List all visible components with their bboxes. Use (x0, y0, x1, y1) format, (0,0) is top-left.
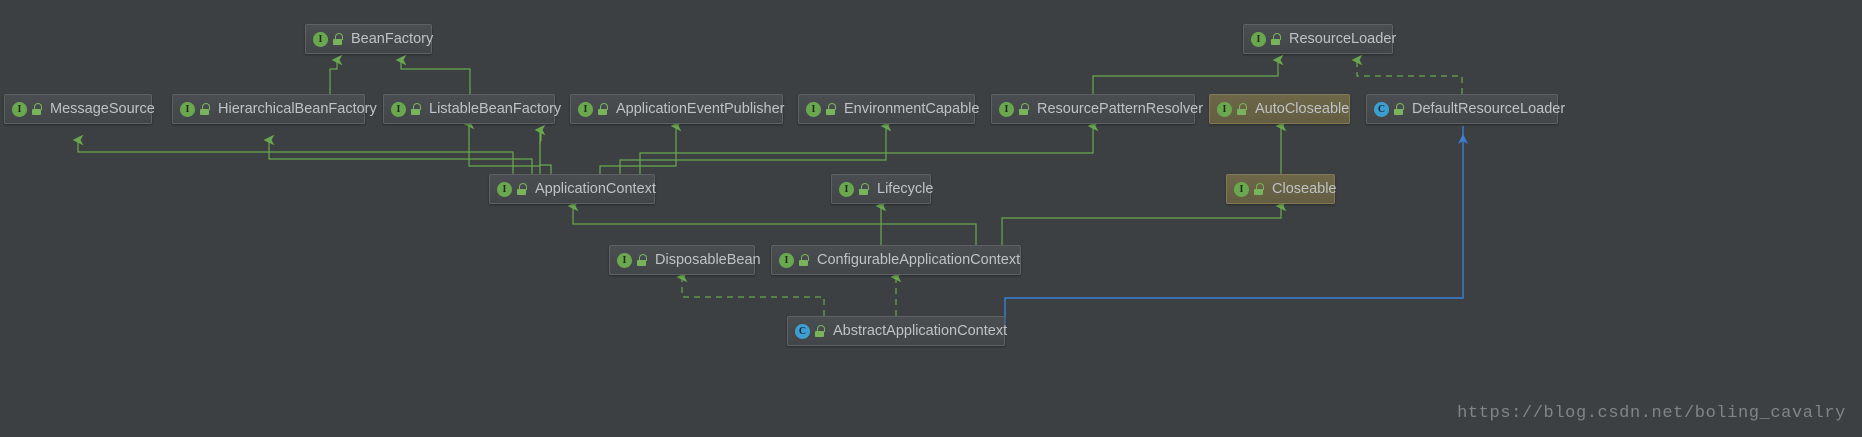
node-label: MessageSource (50, 101, 155, 117)
lock-icon (859, 182, 870, 196)
lock-icon (826, 102, 837, 116)
node-label: ApplicationContext (535, 181, 656, 197)
interface-icon: I (497, 181, 512, 197)
interface-icon: I (313, 31, 328, 47)
interface-icon: I (12, 101, 27, 117)
class-icon: C (795, 323, 810, 339)
interface-icon: I (806, 101, 821, 117)
lock-icon (637, 253, 648, 267)
interface-icon: I (1234, 181, 1249, 197)
node-label: HierarchicalBeanFactory (218, 101, 377, 117)
lock-icon (598, 102, 609, 116)
node-applicationcontext[interactable]: I ApplicationContext (489, 174, 656, 204)
edge-hierarchicalbeanfactory-beanfactory (329, 54, 343, 94)
node-resourcepatternresolver[interactable]: I ResourcePatternResolver (991, 94, 1203, 124)
node-messagesource[interactable]: I MessageSource (4, 94, 155, 124)
edge-applicationcontext-resourcepatternresolver (639, 120, 1099, 174)
node-applicationeventpublisher[interactable]: I ApplicationEventPublisher (570, 94, 785, 124)
interface-icon: I (578, 101, 593, 117)
node-label: ConfigurableApplicationContext (817, 252, 1021, 268)
interface-icon: I (1217, 101, 1232, 117)
lock-icon (1019, 102, 1030, 116)
lock-icon (1394, 102, 1405, 116)
edge-applicationcontext-hierarchicalbeanfactory (263, 134, 533, 174)
lock-icon (1254, 182, 1265, 196)
lock-icon (411, 102, 422, 116)
node-lifecycle[interactable]: I Lifecycle (831, 174, 934, 204)
node-label: AutoCloseable (1255, 101, 1350, 117)
node-label: ListableBeanFactory (429, 101, 562, 117)
class-icon: C (1374, 101, 1389, 117)
node-label: Closeable (1272, 181, 1337, 197)
interface-icon: I (180, 101, 195, 117)
interface-icon: I (1251, 31, 1266, 47)
node-beanfactory[interactable]: I BeanFactory (305, 24, 434, 54)
node-label: BeanFactory (351, 31, 434, 47)
node-label: EnvironmentCapable (844, 101, 980, 117)
node-defaultresourceloader[interactable]: C DefaultResourceLoader (1366, 94, 1565, 124)
edge-configurableapplicationcontext-applicationcontext (567, 200, 977, 245)
lock-icon (333, 32, 344, 46)
lock-icon (1237, 102, 1248, 116)
node-label: ResourceLoader (1289, 31, 1397, 47)
node-autocloseable[interactable]: I AutoCloseable (1209, 94, 1350, 124)
interface-icon: I (999, 101, 1014, 117)
edge-applicationcontext-listablebeanfactory (463, 118, 552, 174)
node-label: AbstractApplicationContext (833, 323, 1008, 339)
edge-defaultresourceloader-resourceloader (1351, 54, 1463, 94)
edge-applicationcontext-messagesource (72, 134, 514, 174)
edge-applicationcontext-applicationeventpublisher (599, 120, 682, 174)
lock-icon (1271, 32, 1282, 46)
edge-applicationcontext-environmentcapable (619, 120, 892, 174)
watermark: https://blog.csdn.net/boling_cavalry (1457, 404, 1846, 423)
lock-icon (200, 102, 211, 116)
edge-abstractapplicationcontext-defaultresourceloader (1004, 126, 1468, 331)
interface-icon: I (617, 252, 632, 268)
node-environmentcapable[interactable]: I EnvironmentCapable (798, 94, 979, 124)
edge-configurableapplicationcontext-closeable (1001, 200, 1287, 245)
edge-resourcepatternresolver-resourceloader (1092, 54, 1284, 94)
node-closeable[interactable]: I Closeable (1226, 174, 1337, 204)
interface-icon: I (391, 101, 406, 117)
node-label: ApplicationEventPublisher (616, 101, 785, 117)
node-label: DisposableBean (655, 252, 761, 268)
lock-icon (799, 253, 810, 267)
interface-icon: I (839, 181, 854, 197)
node-disposablebean[interactable]: I DisposableBean (609, 245, 761, 275)
node-resourceloader[interactable]: I ResourceLoader (1243, 24, 1397, 54)
node-listablebeanfactory[interactable]: I ListableBeanFactory (383, 94, 561, 124)
node-hierarchicalbeanfactory[interactable]: I HierarchicalBeanFactory (172, 94, 377, 124)
node-configurableapplicationcontext[interactable]: I ConfigurableApplicationContext (771, 245, 1021, 275)
lock-icon (517, 182, 528, 196)
edge-listablebeanfactory-beanfactory (395, 54, 471, 94)
lock-icon (32, 102, 43, 116)
node-label: ResourcePatternResolver (1037, 101, 1204, 117)
lock-icon (815, 324, 826, 338)
interface-icon: I (779, 252, 794, 268)
edge-abstractapplicationcontext-disposablebean (676, 271, 825, 316)
node-label: DefaultResourceLoader (1412, 101, 1566, 117)
node-abstractapplicationcontext[interactable]: C AbstractApplicationContext (787, 316, 1008, 346)
node-label: Lifecycle (877, 181, 934, 197)
